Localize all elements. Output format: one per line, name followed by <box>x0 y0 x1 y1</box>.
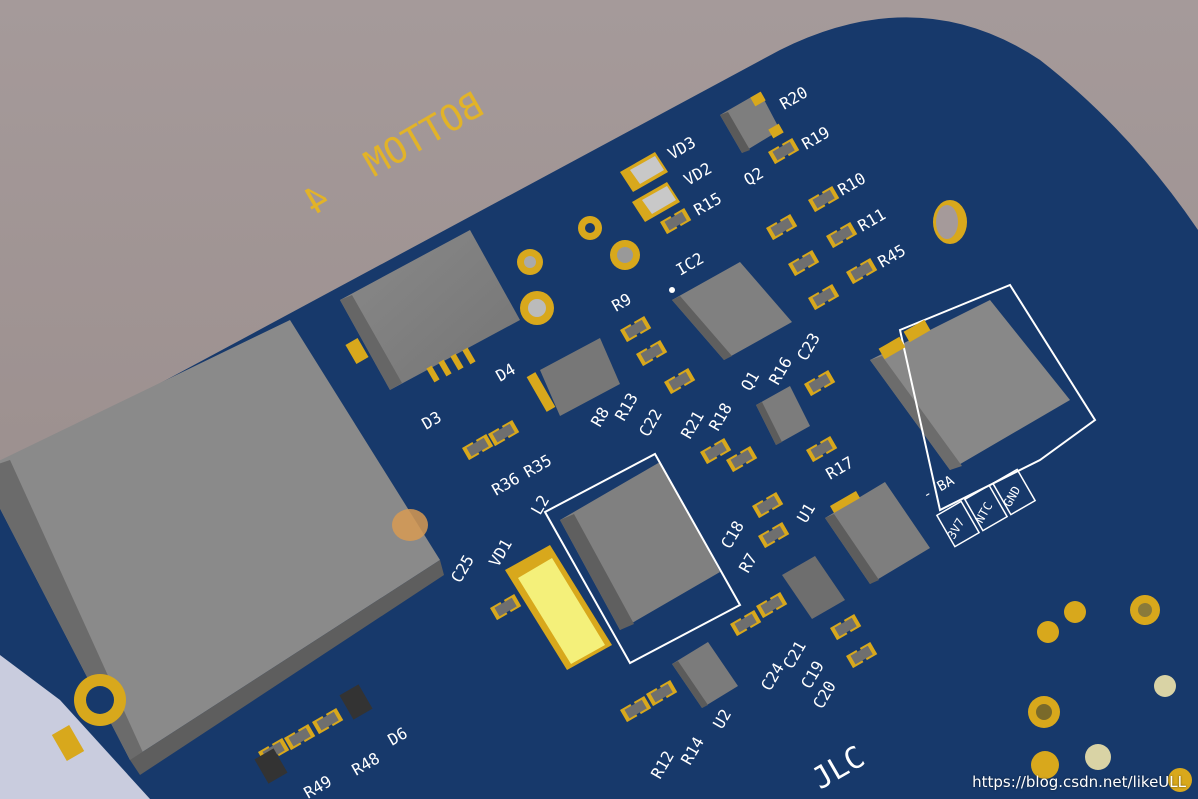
diode-vd1 <box>505 545 612 670</box>
smd-passives <box>258 138 878 765</box>
transistor-q1 <box>756 386 810 445</box>
battery-connector <box>870 283 1097 512</box>
bottom-layer-label: BOTTOM <box>358 85 491 186</box>
diode-d4 <box>526 338 620 416</box>
bottom-layer-marker: 4 <box>297 177 336 223</box>
board-edge-patch <box>0 655 150 799</box>
diodes-vd2-vd3 <box>620 152 680 222</box>
u2-chip <box>672 642 738 708</box>
u1-chip <box>825 482 930 584</box>
inductor-l2 <box>543 452 742 665</box>
through-holes <box>392 200 1192 792</box>
qfn-chip <box>782 556 845 619</box>
usb-connector <box>340 230 520 390</box>
ic2-chip <box>669 262 792 360</box>
watermark: https://blog.csdn.net/likeULL <box>972 773 1186 791</box>
diode-d6 <box>339 684 373 720</box>
transistor-q2 <box>720 91 784 153</box>
